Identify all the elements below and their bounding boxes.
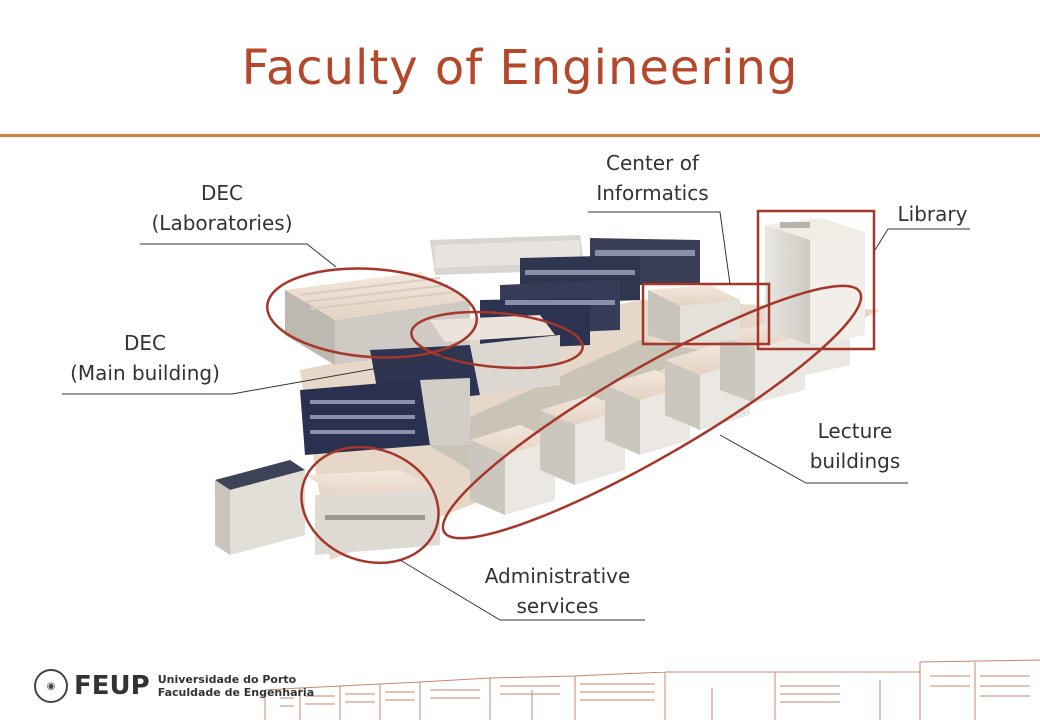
- highlight-admin: [300, 445, 440, 565]
- label-dec-labs: DEC (Laboratories): [132, 178, 312, 238]
- leader-informatics: [588, 211, 731, 285]
- logo-acronym: FEUP: [74, 671, 150, 701]
- footer-skyline: [264, 659, 1040, 720]
- label-admin-line1: Administrative: [484, 564, 631, 588]
- page-title: Faculty of Engineering: [241, 40, 799, 96]
- leader-dec-labs: [140, 243, 337, 268]
- highlight-dec-labs: [265, 267, 479, 359]
- highlight-library: [756, 209, 876, 351]
- label-library: Library: [880, 199, 985, 229]
- label-informatics-line1: Center of: [606, 151, 699, 175]
- label-dec-main: DEC (Main building): [45, 328, 245, 388]
- feup-logo: ◉ FEUP Universidade do Porto Faculdade d…: [34, 668, 314, 704]
- highlight-dec-main: [410, 310, 584, 370]
- label-informatics-line2: Informatics: [596, 181, 709, 205]
- label-lecture-line2: buildings: [809, 449, 901, 473]
- leader-lecture: [719, 434, 908, 484]
- library-building: [765, 218, 865, 345]
- label-dec-main-line1: DEC: [123, 331, 166, 355]
- leader-admin: [399, 559, 645, 621]
- label-dec-labs-line2: (Laboratories): [151, 211, 293, 235]
- title-divider: [0, 134, 1040, 137]
- label-admin-line2: services: [516, 594, 599, 618]
- label-center-informatics: Center of Informatics: [570, 148, 735, 208]
- center-informatics-building: [648, 285, 740, 345]
- label-lecture-line1: Lecture: [817, 419, 893, 443]
- leader-library: [874, 228, 970, 251]
- label-lecture-buildings: Lecture buildings: [790, 416, 920, 476]
- highlight-lecture: [441, 284, 863, 540]
- label-library-text: Library: [897, 202, 968, 226]
- label-dec-labs-line1: DEC: [200, 181, 243, 205]
- label-dec-main-line2: (Main building): [70, 361, 220, 385]
- logo-line1: Universidade do Porto: [157, 673, 297, 686]
- logo-line2: Faculdade de Engenharia: [157, 686, 315, 699]
- logo-text: Universidade do Porto Faculdade de Engen…: [158, 673, 314, 699]
- highlight-informatics: [641, 282, 771, 346]
- university-seal-icon: ◉: [34, 669, 68, 703]
- label-administrative-services: Administrative services: [460, 561, 655, 621]
- administrative-building: [215, 460, 440, 555]
- leader-dec-main: [62, 352, 464, 395]
